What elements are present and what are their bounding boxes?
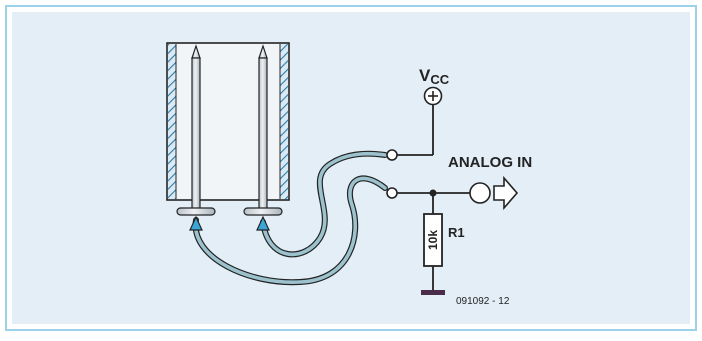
r1-label: R1	[448, 225, 465, 240]
terminal-vcc	[386, 149, 398, 161]
electrode-left	[176, 44, 216, 216]
resistor-r1: 10k	[423, 213, 443, 267]
cable-attach-arrow-left	[189, 215, 203, 231]
vcc-wiring	[397, 104, 434, 156]
analog-in-connector	[469, 175, 519, 211]
cable-attach-arrow-right	[256, 215, 270, 231]
analog-in-label: ANALOG IN	[448, 154, 532, 171]
vcc-symbol	[423, 86, 443, 106]
electrode-right-head	[243, 207, 283, 216]
container-wall-left	[168, 44, 176, 199]
terminal-signal	[386, 187, 398, 199]
figure-code: 091092 - 12	[456, 296, 510, 307]
signal-wiring	[397, 189, 478, 290]
electrode-left-head	[176, 207, 216, 216]
figure-panel	[12, 12, 690, 324]
r1-value-label: 10k	[426, 230, 440, 250]
sensor-cables	[192, 150, 388, 286]
water-container	[166, 42, 290, 201]
ground-bar	[421, 290, 445, 295]
container-wall-right	[280, 44, 288, 199]
input-arrow-icon	[493, 175, 519, 211]
vcc-label: VCC	[419, 66, 450, 87]
electrode-right	[243, 44, 283, 216]
